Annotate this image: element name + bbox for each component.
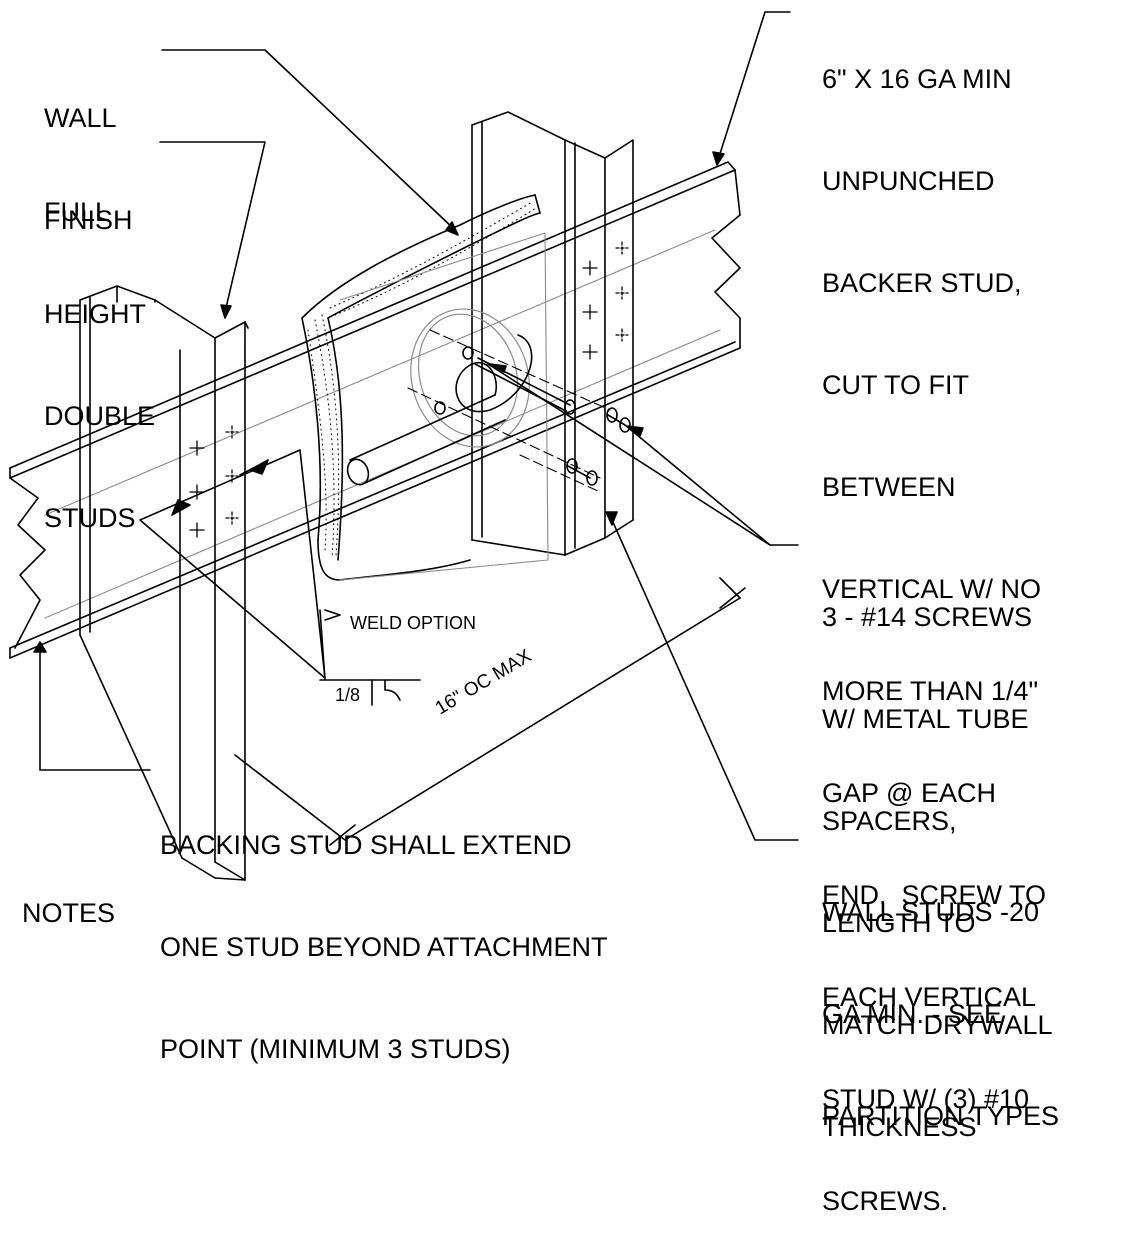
notes-heading: NOTES (22, 898, 116, 928)
weld-option-label: WELD OPTION (350, 613, 476, 633)
weld-size-label: 1/8 (335, 685, 360, 705)
dimension-label: 16" OC MAX (432, 645, 536, 719)
backing-stud-label: BACKING STUD SHALL EXTEND ONE STUD BEYON… (160, 830, 608, 1064)
detail-drawing: WELD OPTION 1/8 16" OC MAX (9, 11, 799, 881)
weld-symbol (139, 449, 421, 706)
wall-finish-label: WALL FINISH (44, 103, 133, 235)
double-studs-label: FULL HEIGHT DOUBLE STUDS (44, 197, 156, 533)
leader-lines (33, 11, 799, 841)
left-double-studs (79, 285, 249, 881)
dimension-line (234, 577, 746, 846)
wall-finish (301, 194, 549, 581)
backer-stud (9, 161, 741, 659)
screw-marks (189, 241, 629, 538)
wall-studs-label: WALL STUDS -20 GA MIN. - SEE PARTITION T… (822, 897, 1060, 1131)
grab-bar (346, 308, 631, 493)
right-double-studs (471, 111, 634, 556)
